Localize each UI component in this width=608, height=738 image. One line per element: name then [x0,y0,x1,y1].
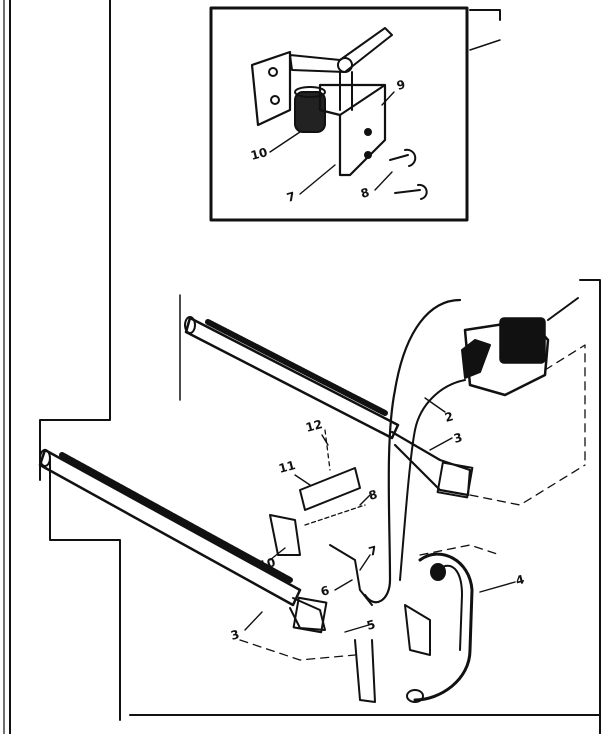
label-main-4: 4 [514,572,526,588]
label-main-11: 11 [277,458,297,476]
gas-valve [461,297,579,397]
lower-burner [38,448,328,634]
label-inset-7: 7 [285,189,297,205]
label-inset-8: 8 [359,185,371,201]
igniter-assembly [269,429,431,703]
label-main-6: 6 [319,583,331,599]
label-inset-9: 9 [395,77,407,93]
label-main-3-left: 3 [229,627,241,643]
inset-detail [209,6,501,222]
label-main-10: 10 [257,555,277,573]
upper-burner [184,316,474,499]
leader-lines [244,397,516,633]
label-main-2: 2 [443,409,455,425]
label-main-3-right: 3 [452,430,464,446]
label-inset-10: 10 [249,145,269,163]
gas-tubing [363,298,474,703]
label-main-8: 8 [367,487,379,503]
reference-lines [239,344,586,661]
cabinet-outline [3,0,601,735]
label-main-12: 12 [304,417,324,435]
label-main-5: 5 [365,617,377,633]
label-main-7: 7 [367,543,379,559]
